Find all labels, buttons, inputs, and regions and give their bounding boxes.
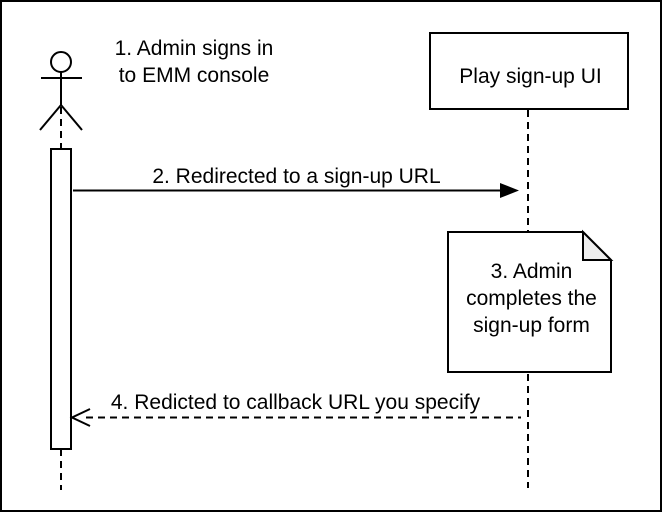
actor-leg-left <box>39 104 62 131</box>
actor-annotation-line2: to EMM console <box>118 64 270 87</box>
message4-arrowhead-icon <box>69 408 91 427</box>
message2-label: 2. Redirected to a sign-up URL <box>152 165 441 188</box>
participant-label: Play sign-up UI <box>459 65 602 88</box>
actor-figure <box>39 51 83 131</box>
note-label-line1: 3. Admin <box>490 260 573 283</box>
actor-annotation: 1. Admin signs in to EMM console <box>44 35 344 89</box>
message4-label: 4. Redicted to callback URL you specify <box>110 391 481 414</box>
note-label-line3: sign-up form <box>473 314 590 337</box>
actor-activation-bar <box>50 148 72 450</box>
actor-annotation-line1: 1. Admin signs in <box>114 37 274 60</box>
note-shape <box>447 231 612 373</box>
participant-box <box>429 32 629 110</box>
note-label-line2: completes the <box>466 287 597 310</box>
note-fold-corner <box>582 229 614 261</box>
message2-arrowhead-icon <box>500 183 519 198</box>
note-label: 3. Admin completes the sign-up form <box>448 258 615 339</box>
actor-leg-right <box>60 104 83 131</box>
